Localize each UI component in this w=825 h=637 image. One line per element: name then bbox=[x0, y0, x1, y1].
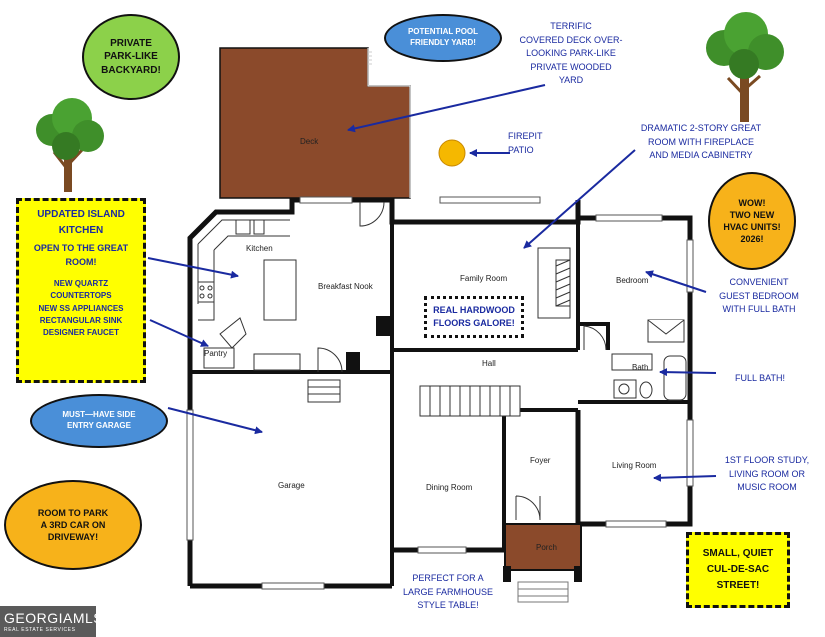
bedroom-label: Bedroom bbox=[616, 276, 649, 285]
deck-note: TERRIFIC COVERED DECK OVER- LOOKING PARK… bbox=[519, 21, 623, 85]
firepit-note: FIREPIT PATIO bbox=[508, 131, 543, 155]
kitchen-highlight-box: UPDATED ISLAND KITCHEN OPEN TO THE GREAT… bbox=[16, 198, 146, 383]
deck-label: Deck bbox=[300, 137, 319, 146]
great-room-note: DRAMATIC 2-STORY GREAT ROOM WITH FIREPLA… bbox=[640, 123, 762, 160]
georgia-mls-logo: GEORGIAMLS REAL ESTATE SERVICES bbox=[0, 606, 103, 637]
garage-bubble: MUST—HAVE SIDE ENTRY GARAGE bbox=[30, 394, 168, 448]
hardwood-box-text: REAL HARDWOOD FLOORS GALORE! bbox=[433, 304, 515, 329]
kitchen-box-features: NEW QUARTZ COUNTERTOPS NEW SS APPLIANCES… bbox=[38, 278, 124, 338]
backyard-bubble-text: PRIVATE PARK-LIKE BACKYARD! bbox=[101, 37, 161, 76]
kitchen-box-title: UPDATED ISLAND KITCHEN bbox=[37, 209, 125, 236]
arrow-icon bbox=[645, 270, 707, 293]
full-bath-note: FULL BATH! bbox=[734, 373, 785, 383]
breakfast-nook-label: Breakfast Nook bbox=[318, 282, 374, 291]
deck bbox=[219, 47, 411, 199]
foyer-label: Foyer bbox=[530, 456, 551, 465]
garage-label: Garage bbox=[278, 481, 305, 490]
porch-label: Porch bbox=[536, 543, 557, 552]
bath-fixtures bbox=[611, 319, 687, 401]
doors bbox=[317, 201, 607, 521]
hvac-bubble-text: WOW! TWO NEW HVAC UNITS! 2026! bbox=[723, 197, 781, 245]
logo-tagline: REAL ESTATE SERVICES bbox=[4, 627, 76, 633]
arrow-icon bbox=[653, 473, 717, 482]
driveway-bubble: ROOM TO PARK A 3RD CAR ON DRIVEWAY! bbox=[4, 480, 142, 570]
backyard-bubble: PRIVATE PARK-LIKE BACKYARD! bbox=[82, 14, 180, 100]
kitchen-fixtures bbox=[197, 219, 301, 371]
family-room-label: Family Room bbox=[460, 274, 507, 283]
hall-label: Hall bbox=[482, 359, 496, 368]
fireplace bbox=[537, 247, 571, 319]
arrow-icon bbox=[149, 319, 209, 347]
street-box-text: SMALL, QUIET CUL-DE-SAC STREET! bbox=[702, 548, 774, 591]
support-column bbox=[346, 352, 360, 372]
living-room-label: Living Room bbox=[612, 461, 657, 470]
pool-bubble: POTENTIAL POOL FRIENDLY YARD! bbox=[384, 14, 502, 62]
kitchen-label: Kitchen bbox=[246, 244, 273, 253]
firepit-icon bbox=[438, 139, 466, 167]
arrow-icon bbox=[659, 368, 717, 377]
porch bbox=[503, 523, 582, 603]
hvac-bubble: WOW! TWO NEW HVAC UNITS! 2026! bbox=[708, 172, 796, 270]
bath-label: Bath bbox=[632, 363, 648, 372]
hardwood-box: REAL HARDWOOD FLOORS GALORE! bbox=[424, 296, 524, 338]
pool-bubble-text: POTENTIAL POOL FRIENDLY YARD! bbox=[407, 27, 479, 47]
guest-bedroom-note: CONVENIENT GUEST BEDROOM WITH FULL BATH bbox=[719, 277, 799, 314]
callout-arrows bbox=[147, 84, 717, 482]
arrow-icon bbox=[167, 407, 263, 435]
arrow-icon bbox=[347, 84, 546, 133]
kitchen-box-subtitle: OPEN TO THE GREAT ROOM! bbox=[33, 243, 129, 268]
dining-note: PERFECT FOR A LARGE FARMHOUSE STYLE TABL… bbox=[402, 573, 494, 610]
garage-bubble-text: MUST—HAVE SIDE ENTRY GARAGE bbox=[62, 410, 136, 430]
support-column bbox=[376, 316, 390, 336]
dining-room-label: Dining Room bbox=[426, 483, 473, 492]
logo-name: GEORGIAMLS bbox=[4, 610, 104, 626]
arrow-icon bbox=[523, 149, 636, 249]
windows bbox=[186, 196, 694, 590]
driveway-bubble-text: ROOM TO PARK A 3RD CAR ON DRIVEWAY! bbox=[37, 507, 109, 543]
study-note: 1ST FLOOR STUDY, LIVING ROOM OR MUSIC RO… bbox=[724, 455, 810, 492]
tree-icon bbox=[36, 98, 104, 192]
pantry-label: Pantry bbox=[204, 349, 227, 358]
stairs bbox=[307, 379, 521, 417]
tree-icon bbox=[706, 12, 784, 122]
street-highlight-box: SMALL, QUIET CUL-DE-SAC STREET! bbox=[686, 532, 790, 608]
arrow-icon bbox=[147, 257, 239, 279]
